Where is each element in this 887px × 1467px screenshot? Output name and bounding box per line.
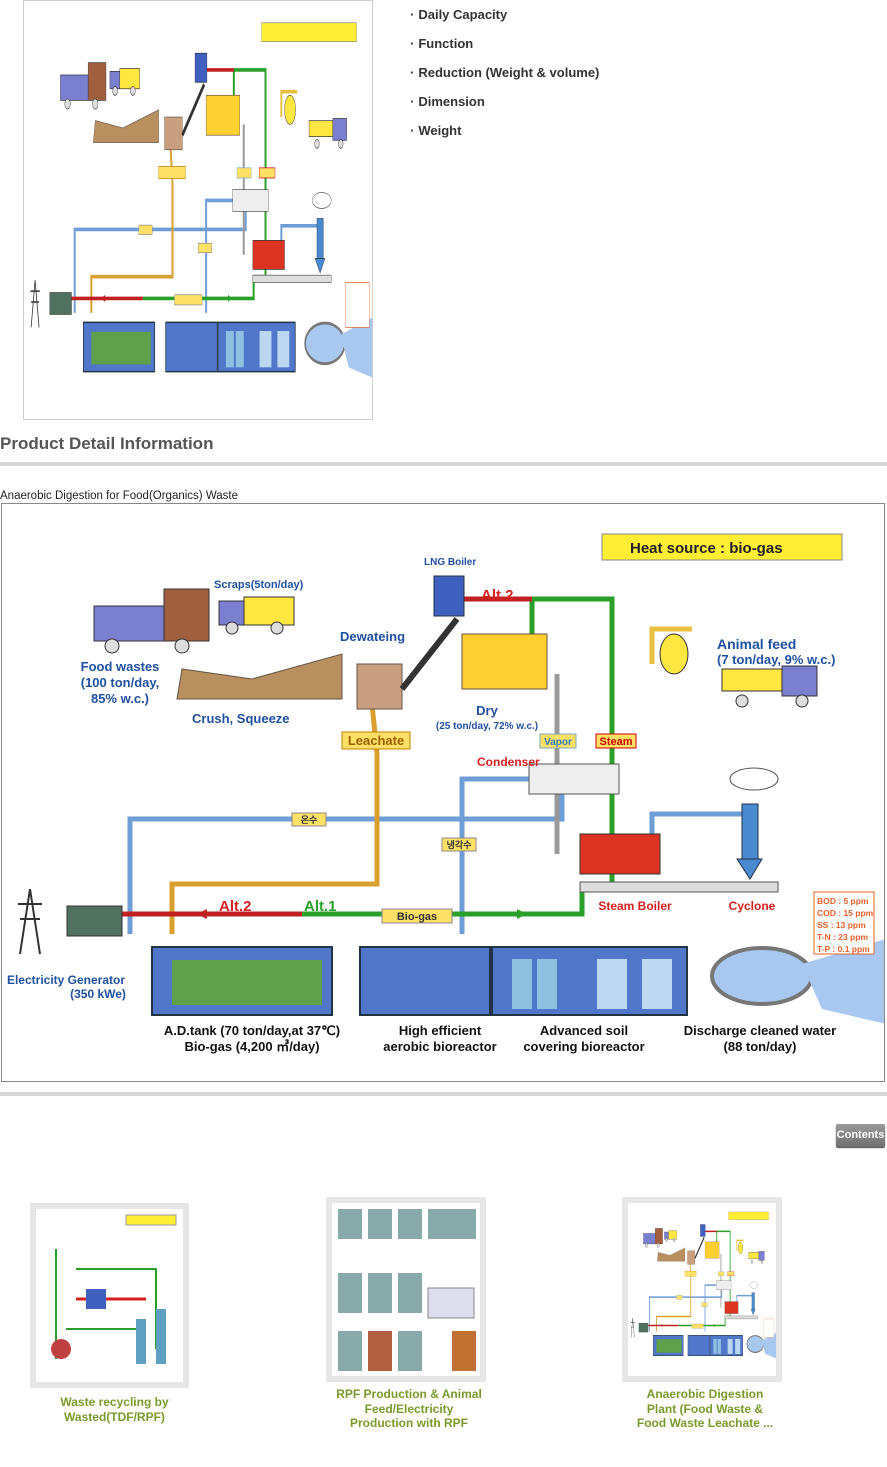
quality-bod: BOD : 5 ppm bbox=[817, 896, 869, 906]
steam-label: Steam bbox=[599, 736, 632, 748]
product-thumbnail-image[interactable] bbox=[23, 0, 373, 420]
divider bbox=[0, 462, 887, 466]
related-thumbnail-graphic bbox=[628, 1203, 776, 1376]
aerobic-line2: aerobic bioreactor bbox=[383, 1039, 496, 1054]
food-wastes-line1: Food wastes bbox=[81, 659, 160, 674]
quality-cod: COD : 15 ppm bbox=[817, 908, 874, 918]
scraps-label: Scraps(5ton/day) bbox=[214, 579, 304, 591]
dewatering-label: Dewateing bbox=[340, 629, 405, 644]
food-wastes-line3: 85% w.c.) bbox=[91, 691, 149, 706]
spec-item: ·Weight bbox=[410, 123, 462, 138]
spec-item: ·Reduction (Weight & volume) bbox=[410, 65, 600, 80]
onsu-label: 온수 bbox=[301, 815, 318, 825]
condenser-label: Condenser bbox=[477, 755, 540, 769]
discharge-line1: Discharge cleaned water bbox=[684, 1023, 836, 1038]
aerobic-line1: High efficient bbox=[399, 1023, 482, 1038]
section-title: Product Detail Information bbox=[0, 434, 214, 453]
alt2-top-label: Alt.2 bbox=[481, 587, 514, 604]
alt2-bottom-label: Alt.2 bbox=[219, 898, 252, 915]
contents-button[interactable]: Contents bbox=[836, 1124, 885, 1147]
crush-label: Crush, Squeeze bbox=[192, 711, 290, 726]
spec-list: ·Daily Capacity ·Function ·Reduction (We… bbox=[410, 6, 599, 151]
soil-line2: covering bioreactor bbox=[523, 1039, 644, 1054]
soil-line1: Advanced soil bbox=[540, 1023, 628, 1038]
leachate-label: Leachate bbox=[348, 733, 404, 748]
vapor-label: Vapor bbox=[544, 737, 572, 748]
cyclone-label: Cyclone bbox=[729, 899, 776, 913]
related-thumbnail-graphic bbox=[332, 1203, 480, 1376]
dry-label: Dry bbox=[476, 703, 498, 718]
discharge-line2: (88 ton/day) bbox=[724, 1039, 797, 1054]
dry-sub-label: (25 ton/day, 72% w.c.) bbox=[436, 721, 538, 732]
spec-item: ·Dimension bbox=[410, 94, 485, 109]
electricity-line1: Electricity Generator bbox=[7, 973, 125, 987]
heat-source-label: Heat source : bio-gas bbox=[630, 540, 783, 557]
divider bbox=[0, 1092, 887, 1096]
animal-feed-line2: (7 ton/day, 9% w.c.) bbox=[717, 652, 835, 667]
adtank-line1: A.D.tank (70 ton/day,at 37℃) bbox=[164, 1023, 340, 1038]
process-diagram: Heat source : bio-gas LNG Boiler Alt.2 S… bbox=[1, 503, 885, 1082]
electricity-line2: (350 kWe) bbox=[70, 987, 126, 1001]
alt1-label: Alt.1 bbox=[304, 898, 337, 915]
related-product-thumbnail[interactable] bbox=[622, 1197, 782, 1382]
diagram-thumbnail bbox=[24, 1, 373, 420]
adtank-line2: Bio-gas (4,200 ㎥/day) bbox=[184, 1039, 319, 1054]
diagram-caption: Anaerobic Digestion for Food(Organics) W… bbox=[0, 490, 238, 502]
quality-ss: SS : 13 ppm bbox=[817, 920, 866, 930]
related-thumbnail-graphic bbox=[36, 1209, 183, 1382]
sangsu-label: 냉각수 bbox=[447, 839, 472, 850]
steam-boiler-label: Steam Boiler bbox=[598, 899, 672, 913]
spec-item: ·Daily Capacity bbox=[410, 7, 508, 22]
process-diagram-graphic: Heat source : bio-gas LNG Boiler Alt.2 S… bbox=[2, 504, 885, 1082]
spec-item: ·Function bbox=[410, 36, 474, 51]
quality-tn: T-N : 23 ppm bbox=[817, 932, 868, 942]
food-wastes-line2: (100 ton/day, bbox=[81, 675, 160, 690]
animal-feed-line1: Animal feed bbox=[717, 636, 796, 652]
related-product-thumbnail[interactable] bbox=[30, 1203, 189, 1388]
quality-tp: T-P : 0.1 ppm bbox=[817, 944, 870, 954]
biogas-label: Bio-gas bbox=[397, 911, 437, 923]
related-product-thumbnail[interactable] bbox=[326, 1197, 486, 1382]
lng-boiler-label: LNG Boiler bbox=[424, 557, 476, 568]
